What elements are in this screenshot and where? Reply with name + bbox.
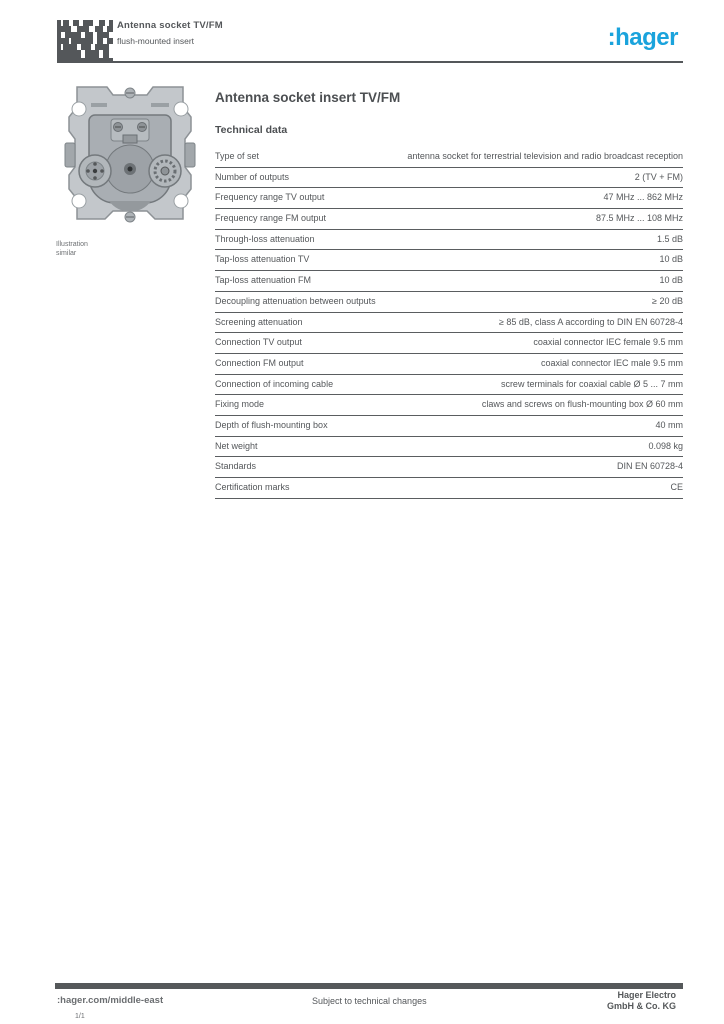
- spec-label: Connection TV output: [215, 337, 302, 348]
- product-title: Antenna socket insert TV/FM: [215, 90, 401, 105]
- spec-label: Connection of incoming cable: [215, 378, 334, 389]
- spec-label: Through-loss attenuation: [215, 233, 315, 244]
- spec-row: Frequency range FM output 87.5 MHz ... 10…: [215, 209, 683, 230]
- hager-logo-colon: :: [607, 24, 616, 51]
- spec-value: 87.5 MHz ... 108 MHz: [595, 213, 683, 224]
- spec-label: Net weight: [215, 440, 258, 451]
- spec-label: Decoupling attenuation between outputs: [215, 295, 376, 306]
- spec-row: Net weight 0.098 kg: [215, 437, 683, 458]
- spec-row: Certification marks CE: [215, 478, 683, 499]
- spec-label: Standards: [215, 461, 257, 472]
- spec-value: 1.5 dB: [656, 233, 683, 244]
- spec-value: ≥ 20 dB: [652, 295, 683, 306]
- spec-table: Type of set antenna socket for terrestria…: [215, 147, 683, 499]
- spec-label: Certification marks: [215, 482, 290, 492]
- hager-logo-text: hager: [615, 24, 678, 51]
- header-product-subtitle: flush-mounted insert: [117, 36, 195, 46]
- header-divider: [57, 61, 683, 63]
- footer-website-link[interactable]: :hager.com/middle-east: [57, 995, 164, 1006]
- image-caption-line2: similar: [56, 250, 77, 258]
- spec-row: Number of outputs 2 (TV + FM): [215, 168, 683, 189]
- spec-value: coaxial connector IEC male 9.5 mm: [540, 357, 683, 368]
- header-product-name: Antenna socket TV/FM: [117, 20, 223, 31]
- spec-row: Connection of incoming cable screw termin…: [215, 375, 683, 396]
- spec-value: 40 mm: [655, 419, 683, 430]
- spec-label: Connection FM output: [215, 357, 304, 368]
- spec-row: Through-loss attenuation 1.5 dB: [215, 230, 683, 251]
- spec-value: antenna socket for terrestrial televisio…: [407, 151, 683, 161]
- image-caption-line1: Illustration: [56, 241, 88, 248]
- spec-value: CE: [670, 482, 683, 492]
- spec-row: Decoupling attenuation between outputs ≥ …: [215, 292, 683, 313]
- technical-data-heading: Technical data: [215, 124, 288, 136]
- spec-value: 0.098 kg: [648, 440, 683, 451]
- spec-value: DIN EN 60728-4: [616, 461, 683, 472]
- spec-value: ≥ 85 dB, class A according to DIN EN 607…: [498, 316, 683, 327]
- spec-row: Fixing mode claws and screws on flush-mou…: [215, 395, 683, 416]
- footer-page-number: 1/1: [75, 1013, 85, 1020]
- spec-row: Connection FM output coaxial connector IE…: [215, 354, 683, 375]
- spec-row: Depth of flush-mounting box 40 mm: [215, 416, 683, 437]
- spec-value: claws and screws on flush-mounting box Ø…: [481, 399, 683, 410]
- spec-value: 2 (TV + FM): [634, 171, 683, 182]
- spec-label: Frequency range TV output: [215, 192, 325, 203]
- footer-company-block: Hager Electro GmbH & Co. KG: [607, 990, 676, 1013]
- spec-label: Frequency range FM output: [215, 213, 327, 224]
- image-caption: Illustration similar: [56, 240, 88, 258]
- spec-label: Fixing mode: [215, 399, 265, 410]
- spec-row: Connection TV output coaxial connector IE…: [215, 333, 683, 354]
- spec-row: Screening attenuation ≥ 85 dB, class A ac…: [215, 313, 683, 334]
- spec-row: Tap-loss attenuation TV 10 dB: [215, 250, 683, 272]
- spec-row: Frequency range TV output 47 MHz ... 862 …: [215, 188, 683, 210]
- spec-value: screw terminals for coaxial cable Ø 5 ..…: [500, 378, 683, 389]
- footer-company-line1: Hager Electro: [617, 990, 676, 1000]
- spec-row: Type of set antenna socket for terrestria…: [215, 147, 683, 168]
- hager-logo: :hager: [607, 24, 679, 52]
- footer-divider: [55, 983, 683, 989]
- spec-row: Standards DIN EN 60728-4: [215, 457, 683, 478]
- spec-label: Screening attenuation: [215, 316, 303, 327]
- spec-label: Depth of flush-mounting box: [215, 419, 328, 430]
- spec-row: Tap-loss attenuation FM 10 dB: [215, 271, 683, 292]
- product-image-antenna-socket: [64, 86, 196, 223]
- spec-value: 10 dB: [659, 275, 683, 286]
- spec-value: coaxial connector IEC female 9.5 mm: [533, 337, 683, 348]
- spec-label: Tap-loss attenuation FM: [215, 275, 312, 286]
- spec-label: Tap-loss attenuation TV: [215, 254, 310, 265]
- spec-label: Type of set: [215, 151, 260, 161]
- spec-value: 10 dB: [659, 254, 683, 265]
- datamatrix-code-icon: [57, 20, 113, 62]
- spec-value: 47 MHz ... 862 MHz: [603, 192, 683, 203]
- spec-label: Number of outputs: [215, 171, 290, 182]
- footer-note: Subject to technical changes: [312, 996, 427, 1006]
- footer-company-line2: GmbH & Co. KG: [607, 1001, 676, 1012]
